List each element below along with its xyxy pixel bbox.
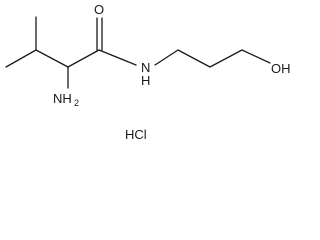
amide-nitrogen-label: N	[141, 60, 150, 75]
amine-subscript: 2	[74, 98, 79, 108]
bond-nitrogen-to-chain	[154, 49, 179, 66]
bond-alpha-to-carbonyl	[67, 49, 100, 68]
hydroxyl-label: OH	[271, 61, 291, 76]
amine-label: NH	[53, 91, 72, 106]
bond-carbonyl-to-nitrogen	[98, 49, 137, 66]
chemical-structure: O N H OH NH 2 HCl	[5, 2, 291, 142]
bond-methyl-left	[5, 49, 37, 68]
bond-chain-2	[209, 49, 243, 68]
bond-chain-1	[177, 49, 211, 68]
carbonyl-oxygen-label: O	[94, 2, 104, 17]
amide-hydrogen-label: H	[141, 73, 150, 88]
hydrochloride-label: HCl	[125, 127, 147, 142]
bond-isopropyl-to-alpha	[35, 49, 69, 68]
bond-chain-to-hydroxyl	[241, 49, 271, 64]
